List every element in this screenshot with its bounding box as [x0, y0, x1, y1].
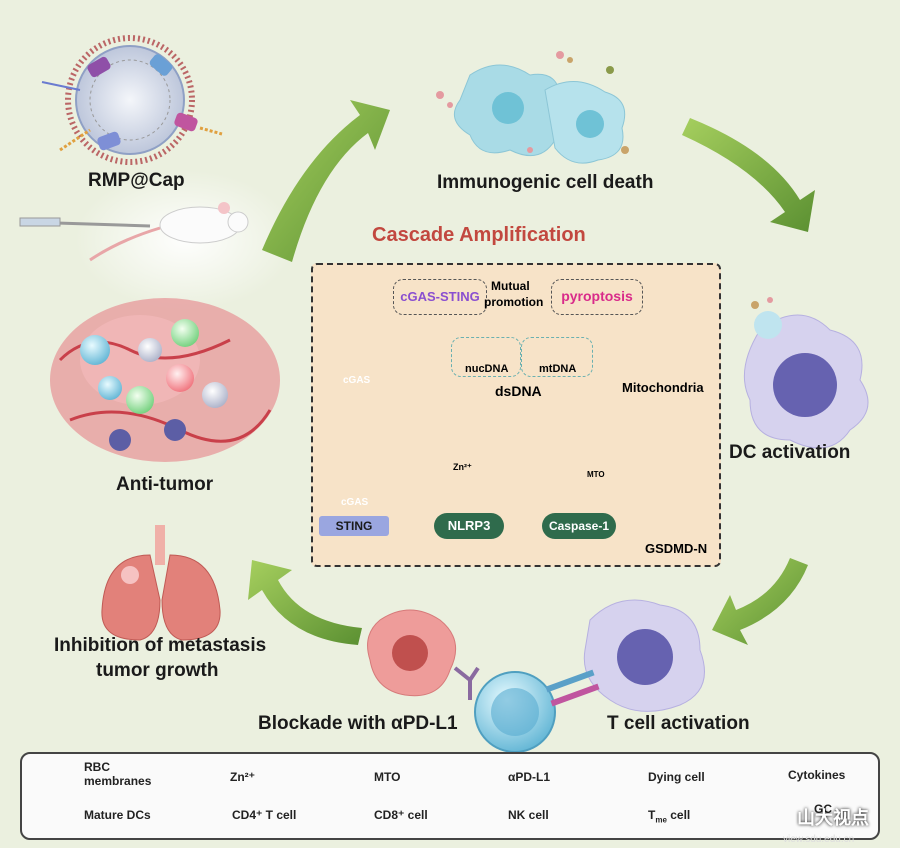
- mto-gear-label: MTO: [587, 470, 605, 479]
- legend-cd8-label: CD8⁺ cell: [374, 808, 428, 822]
- dsdna-label: dsDNA: [495, 383, 542, 399]
- legend-cd4-label: CD4⁺ T cell: [232, 808, 297, 822]
- legend-rbc-label-line1: RBC: [84, 760, 110, 774]
- gsdmd-label: GSDMD-N: [645, 541, 708, 556]
- legend-tme-label: Tme cell: [648, 808, 691, 825]
- watermark-url: view.sdu.edu.cn: [783, 834, 855, 845]
- nucdna-box: [451, 337, 521, 377]
- legend-rbc-label-line2: membranes: [84, 774, 152, 788]
- caspase-pill: Caspase-1: [542, 513, 616, 539]
- cycle-arrow-1: [262, 100, 390, 262]
- inhibition-label-line1: Inhibition of metastasis: [54, 635, 267, 656]
- mutual-label: Mutual: [491, 279, 530, 293]
- mouse-icon: [19, 202, 249, 262]
- anti-tumor-label: Anti-tumor: [116, 474, 214, 495]
- rmp-cap-label: RMP@Cap: [88, 170, 185, 191]
- lungs-icon: [101, 525, 221, 641]
- cycle-arrow-2: [682, 118, 815, 232]
- legend-apdl1-label: αPD-L1: [508, 770, 551, 784]
- nanoparticle-icon: [41, 35, 223, 165]
- cycle-arrow-3: [712, 558, 808, 645]
- tumor-cell-icon: [367, 609, 480, 700]
- legend-box: RBC membranes Zn²⁺ MTO αPD-L1 Dying cell…: [20, 752, 880, 840]
- cascade-title: Cascade Amplification: [372, 224, 586, 246]
- legend-tumor-label: GC: [814, 802, 832, 816]
- cycle-arrow-4: [248, 560, 362, 645]
- watermark-text: 山大视点: [797, 808, 869, 828]
- cgas-top-label: cGAS: [343, 375, 371, 386]
- legend-mto-label: MTO: [374, 770, 401, 784]
- legend-mature-dc-label: Mature DCs: [84, 808, 151, 822]
- dying-cells-icon: [436, 51, 629, 164]
- legend-cytokines-label: Cytokines: [788, 768, 846, 782]
- t-cell-activation-label: T cell activation: [607, 713, 750, 734]
- legend-zn-label: Zn²⁺: [230, 770, 255, 784]
- nlrp3-pill: NLRP3: [434, 513, 504, 539]
- legend-nk-label: NK cell: [508, 808, 549, 822]
- pyroptosis-box: pyroptosis: [551, 279, 643, 315]
- icd-label: Immunogenic cell death: [437, 172, 654, 193]
- mtdna-label: mtDNA: [539, 363, 577, 375]
- cgas-bottom-label: cGAS: [341, 497, 369, 508]
- cgas-sting-box: cGAS-STING: [393, 279, 487, 315]
- inhibition-label-line2: tumor growth: [96, 660, 219, 681]
- t-cell-group-icon: [474, 599, 705, 753]
- legend-dying-label: Dying cell: [648, 770, 705, 784]
- tumor-mass-icon: [50, 298, 280, 462]
- blockade-label: Blockade with αPD-L1: [258, 713, 458, 734]
- promotion-label: promotion: [484, 295, 544, 309]
- mitochondria-label: Mitochondria: [622, 380, 704, 395]
- dc-activation-label: DC activation: [729, 442, 851, 463]
- zn-gear-label: Zn²⁺: [453, 462, 472, 472]
- cascade-panel: cGAS-STING Mutual promotion pyroptosis n…: [311, 263, 721, 567]
- mtdna-box: [521, 337, 593, 377]
- dc-cell-icon: [743, 297, 869, 449]
- nucdna-label: nucDNA: [465, 363, 509, 375]
- sting-box: STING: [319, 516, 389, 536]
